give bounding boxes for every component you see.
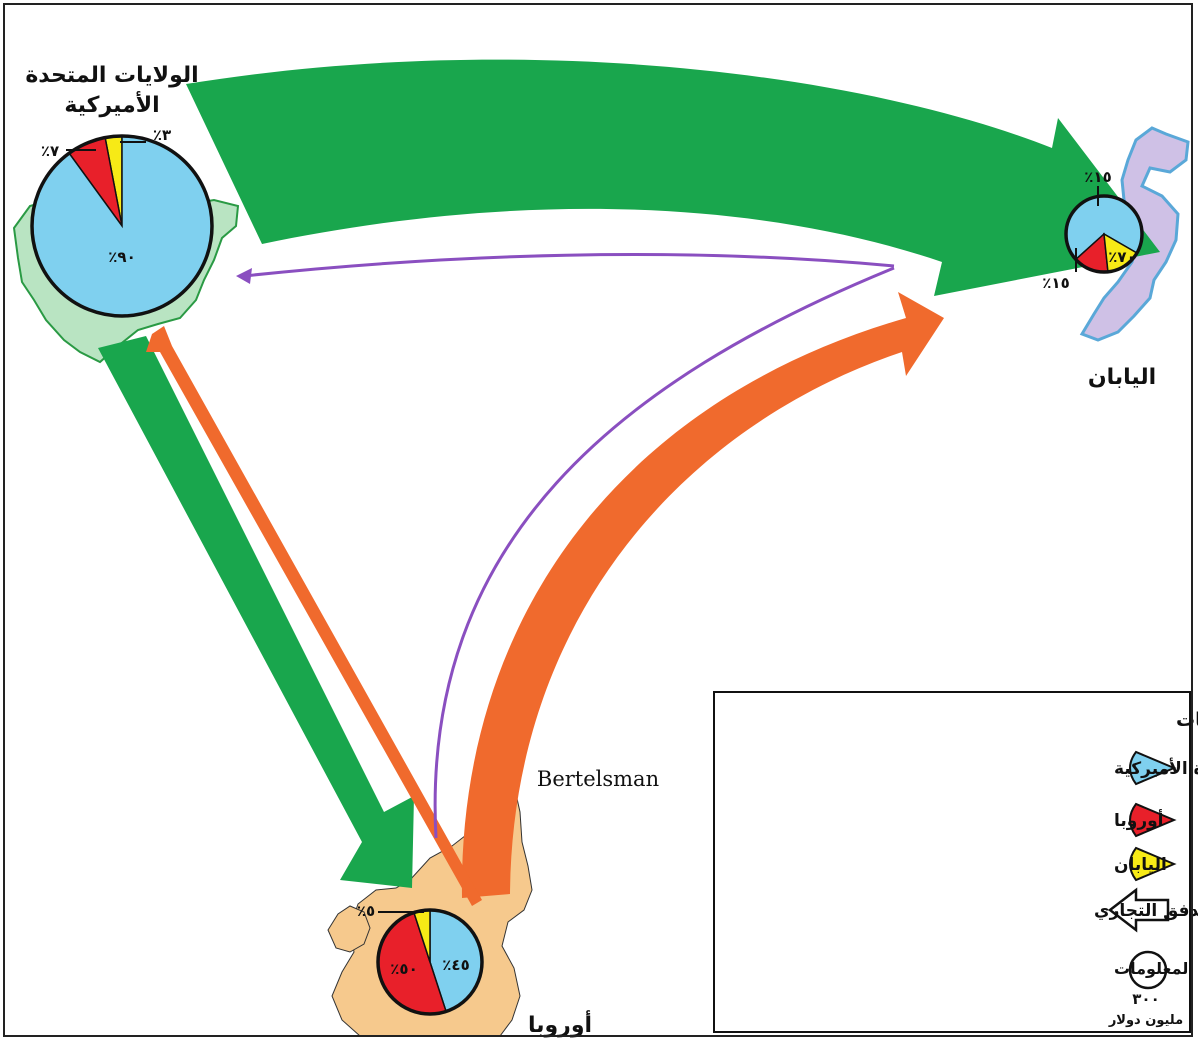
flow-japan-to-usa [243, 253, 895, 278]
legend-usa-swatch [1129, 750, 1177, 786]
japan-pct-europe: ٪١٥ [1042, 274, 1069, 292]
legend-title: جنسية بنوك المعلومات [1176, 709, 1198, 731]
legend-japan-swatch [1129, 846, 1177, 882]
legend-flow-arrow-icon [1107, 887, 1170, 933]
legend-size-circle-icon [1128, 950, 1168, 990]
japan-pct-japan: ٪١٥ [1084, 168, 1111, 186]
europe-pct-japan: ٪٥ [357, 902, 375, 920]
legend-size-label: ثمن الإستثمارات المدفوعة لبنوك المعلومات [1114, 959, 1198, 978]
flow-japan-to-europe [433, 266, 895, 839]
usa-pie [30, 134, 214, 318]
usa-pct-europe: ٪٧ [41, 142, 59, 160]
europe-pie [376, 908, 484, 1016]
legend-box: جنسية بنوك المعلومات الولايات المتحدة ال… [713, 691, 1198, 1033]
europe-pct-usa: ٪٤٥ [442, 956, 469, 974]
legend-flow-label: التدفق التجاري [1094, 901, 1198, 921]
flow-europe-to-usa [146, 326, 482, 906]
legend-size-value: ٣٠٠ [1132, 990, 1159, 1008]
japan-title: اليابان [1088, 365, 1156, 390]
flow-europe-to-japan [461, 292, 944, 898]
europe-pie-outline [376, 908, 484, 1016]
usa-pct-japan: ٪٣ [153, 126, 171, 144]
japan-pie [1064, 194, 1144, 274]
flow-usa-to-europe [98, 336, 414, 888]
flow-japan-to-usa-head [236, 268, 252, 284]
legend-size-unit: مليون دولار [1108, 1013, 1183, 1028]
usa-pct-usa: ٪٩٠ [108, 248, 135, 266]
legend-japan-label: اليابان [1114, 855, 1167, 875]
usa-title-line1: الولايات المتحدة [25, 63, 198, 88]
legend-usa-label: الولايات المتحدة الأميركية [1114, 758, 1198, 779]
japan-pie-outline [1064, 194, 1144, 274]
japan-pct-usa: ٪٧٠ [1108, 248, 1135, 266]
europe-pct-europe: ٪٥٠ [390, 960, 417, 978]
legend-europe-label: أوروبا [1114, 809, 1164, 831]
usa-title-line2: الأميركية [64, 90, 159, 118]
europe-title: أوروبا [528, 1009, 592, 1038]
british-isles-map [327, 905, 371, 953]
legend-europe-swatch [1129, 802, 1177, 838]
usa-pie-outline [30, 134, 214, 318]
flow-usa-to-japan [186, 59, 1160, 296]
bertelsman-label: Bertelsman [537, 767, 659, 791]
